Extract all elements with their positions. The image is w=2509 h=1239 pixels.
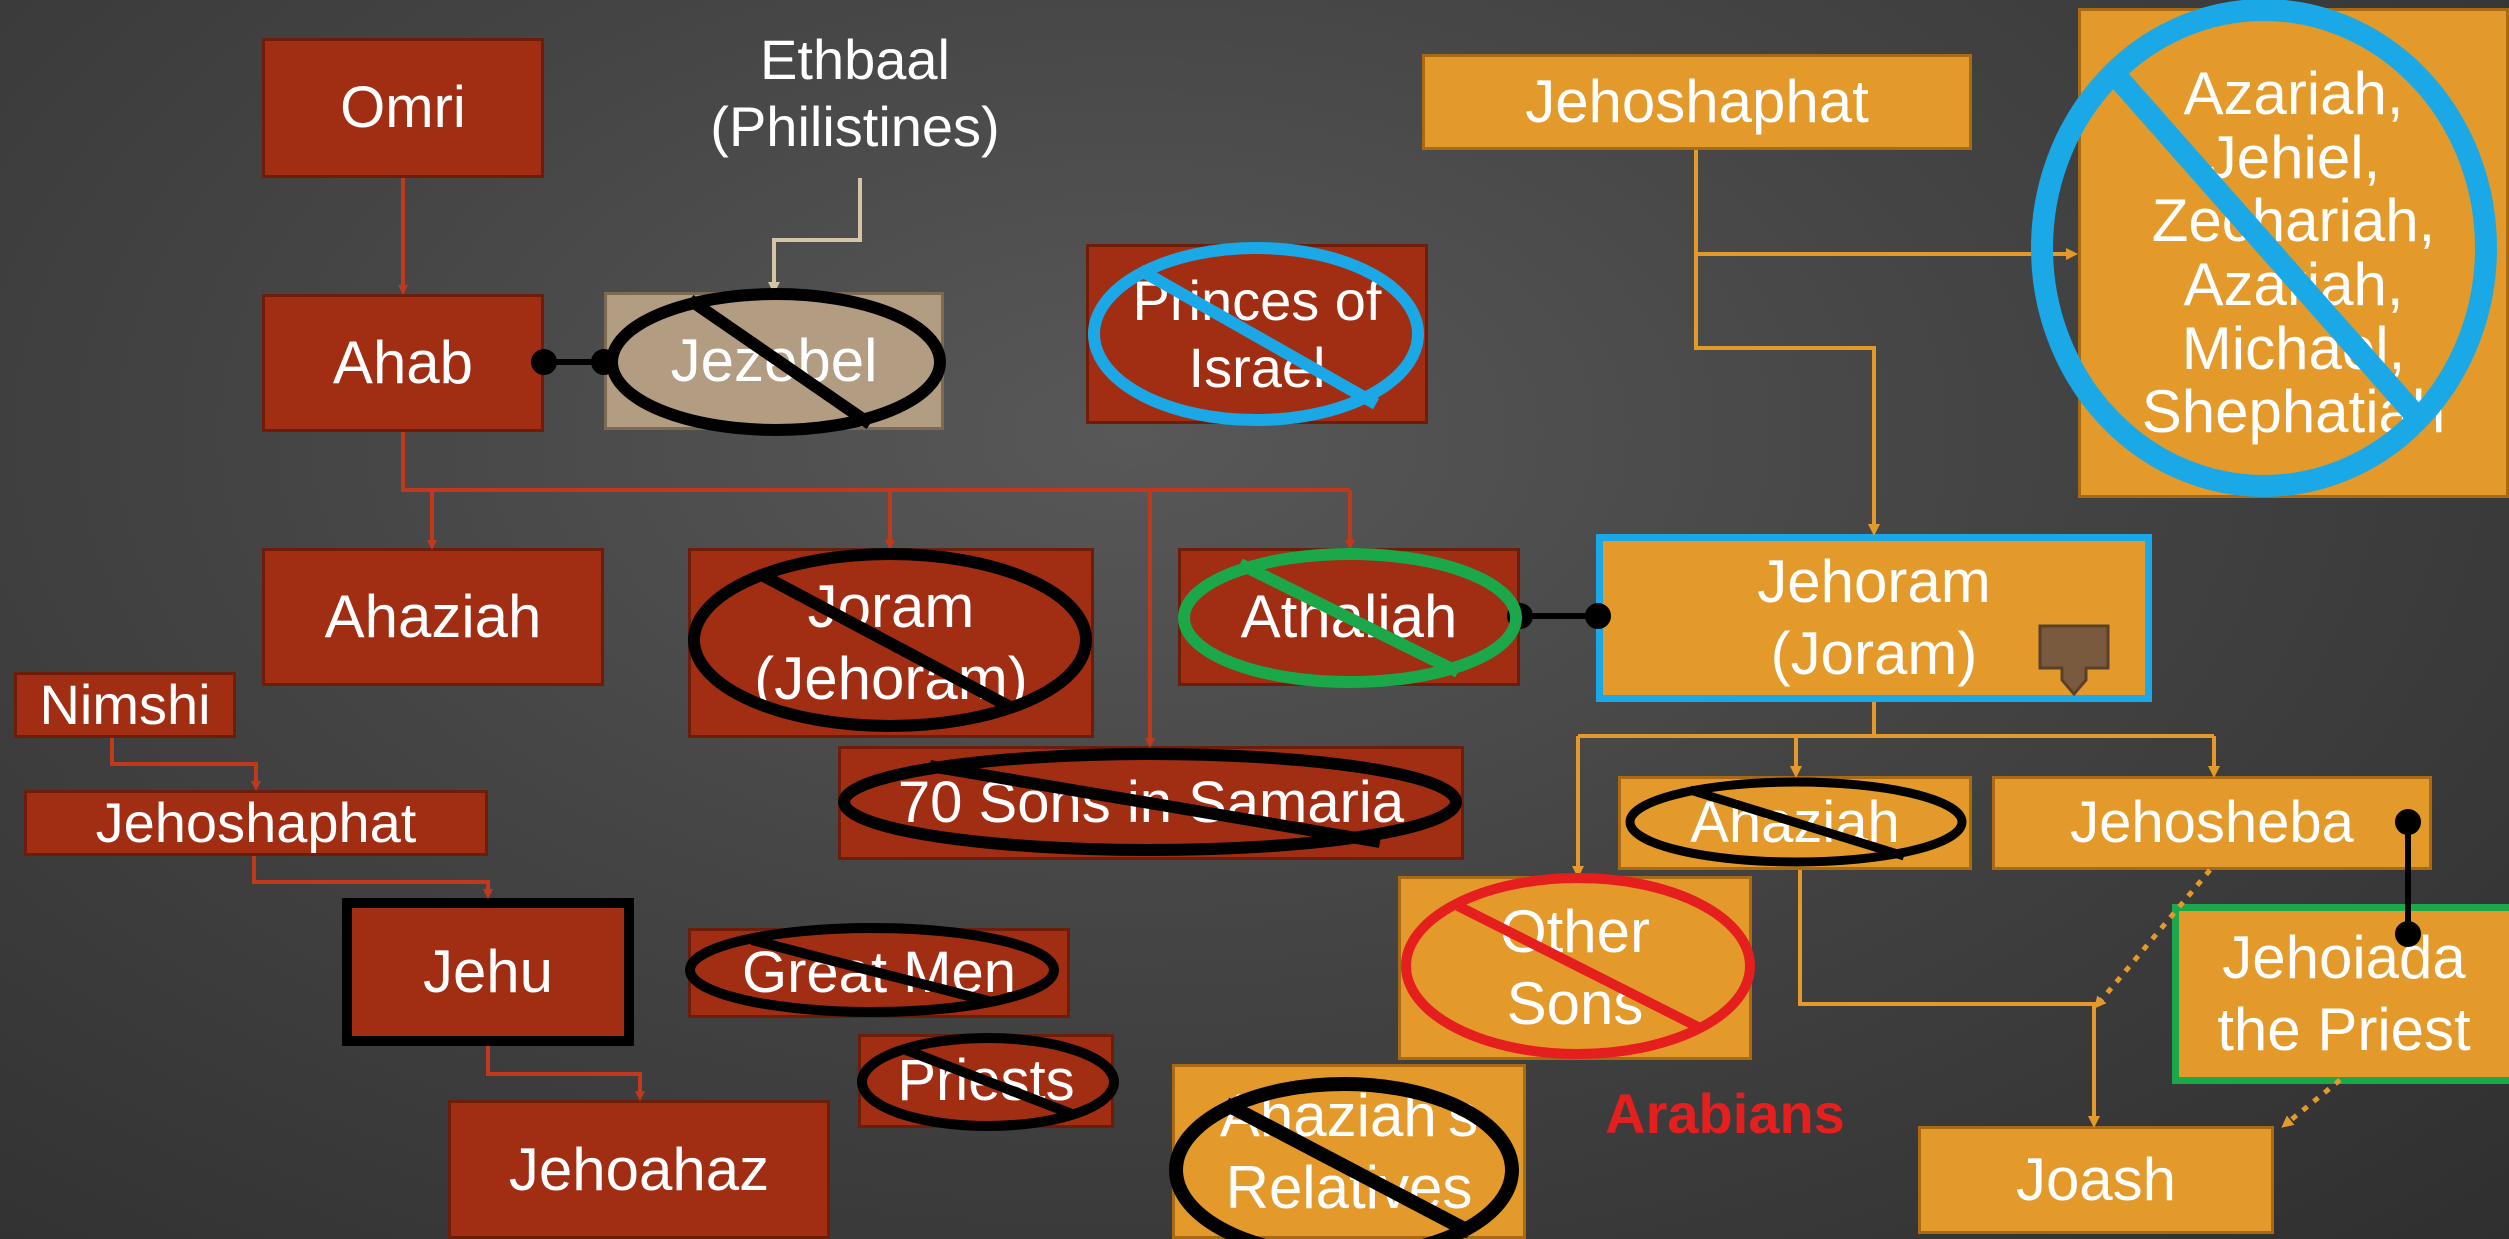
node-jezebel: Jezebel [604,292,944,430]
node-ethbaal: Ethbaal (Philistines) [670,18,1040,168]
connector-ethbaal-jezebel [768,178,862,294]
node-jehoshaphat-judah: Jehoshaphat [1422,54,1972,150]
node-arabians-label: Arabians [1605,1082,1845,1146]
connector-jehoram-bus [1578,702,2214,738]
node-jehoshaphat-israel: Jehoshaphat [24,790,488,856]
connector-jehoiada-joash-dotted [2281,1078,2342,1128]
node-jehoahaz-label: Jehoahaz [508,1135,770,1203]
node-priests-label: Priests [897,1048,1075,1114]
node-jehosheba: Jehosheba [1992,776,2432,870]
node-jehosheba-label: Jehosheba [2070,790,2354,856]
node-princes-of-israel: Princes of Israel [1086,244,1428,424]
node-ahaziah-judah: Ahaziah [1618,776,1972,870]
node-joash: Joash [1918,1126,2274,1234]
node-jezebel-label: Jezebel [670,327,878,394]
node-azariah-group: Azariah, Jehiel, Zechariah, Azariah, Mic… [2078,8,2509,498]
node-jehoiada: Jehoiada the Priest [2172,904,2509,1084]
node-joash-label: Joash [2015,1146,2177,1213]
node-omri-label: Omri [340,75,466,141]
node-jehoshaphat-israel-label: Jehoshaphat [95,791,417,855]
node-ahaziahs-relatives-label: Ahaziah's Relatives [1219,1081,1479,1221]
node-ahab: Ahab [262,294,544,432]
node-ahaziahs-relatives: Ahaziah's Relatives [1172,1064,1526,1239]
node-jehoahaz: Jehoahaz [448,1100,830,1239]
node-jehu: Jehu [342,898,634,1046]
node-other-sons-label: Other Sons [1499,898,1651,1037]
node-princes-label: Princes of Israel [1132,268,1382,399]
node-jehoram-joram-label: Jehoram (Joram) [1757,548,1991,687]
node-ethbaal-label: Ethbaal (Philistines) [710,27,1000,158]
connector-jehoshaphat-azariah-group [1694,150,2078,260]
connector-jehoshaphat-jehu [252,856,493,899]
connector-nimshi-jehoshaphat [110,738,261,791]
connector-jehoshaphat-jehoram [1694,254,1880,536]
node-great-men-label: Great Men [742,940,1016,1006]
connector-ahab-bus [401,432,1350,492]
node-ahaziah-judah-label: Ahaziah [1690,790,1900,856]
node-jehoram-joram: Jehoram (Joram) [1596,534,2152,702]
node-ahaziah-israel-label: Ahaziah [324,583,542,650]
node-azariah-group-label: Azariah, Jehiel, Zechariah, Azariah, Mic… [2141,60,2446,446]
node-ahab-label: Ahab [332,329,474,396]
node-joram-jehoram-label: Joram (Jehoram) [754,573,1028,712]
node-athaliah-label: Athaliah [1240,583,1458,650]
node-jehoiada-label: Jehoiada the Priest [2217,924,2471,1063]
node-athaliah: Athaliah [1178,548,1520,686]
node-jehu-label: Jehu [422,938,554,1005]
node-priests: Priests [858,1034,1114,1128]
node-nimshi: Nimshi [14,672,236,738]
node-great-men: Great Men [688,928,1070,1018]
node-seventy-sons-label: 70 Sons in Samaria [897,770,1405,836]
node-joram-jehoram: Joram (Jehoram) [688,548,1094,738]
node-ahaziah-israel: Ahaziah [262,548,604,686]
node-seventy-sons: 70 Sons in Samaria [838,746,1464,860]
node-jehoshaphat-judah-label: Jehoshaphat [1525,68,1869,135]
node-omri: Omri [262,38,544,178]
node-other-sons: Other Sons [1398,876,1752,1060]
connector-jehu-jehoahaz [486,1046,645,1101]
node-nimshi-label: Nimshi [39,673,211,737]
node-arabians: Arabians [1580,1078,1870,1150]
